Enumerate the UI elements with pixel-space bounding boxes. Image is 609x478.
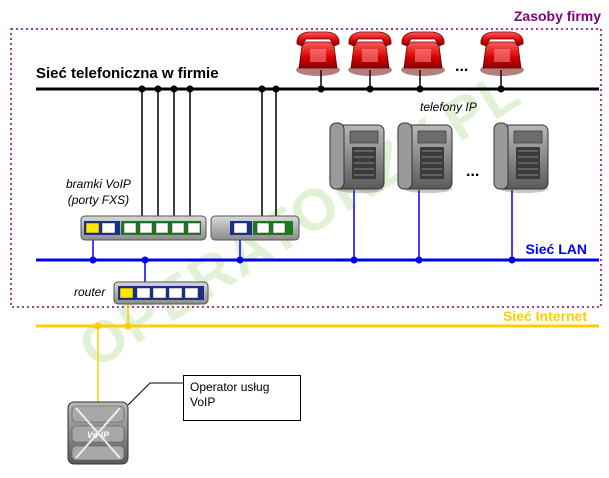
router-port xyxy=(152,287,167,299)
phone-line-junction xyxy=(366,85,374,93)
voip-operator-device-icon: Vo IP xyxy=(67,401,129,465)
analog-phone-icon xyxy=(400,31,446,77)
phone-network-label: Sieć telefoniczna w firmie xyxy=(36,65,219,82)
phone-line-junction xyxy=(186,85,194,93)
operator-device-cross xyxy=(75,407,121,459)
fxs-port xyxy=(256,222,270,234)
company-resources-title: Zasoby firmy xyxy=(513,8,601,24)
router-port xyxy=(168,287,183,299)
operator-device-slot xyxy=(71,445,125,461)
voip-operator-line1: Operator usług xyxy=(190,380,270,394)
gateway-port xyxy=(85,222,100,234)
router-port xyxy=(119,287,134,299)
gateway-port xyxy=(233,222,248,234)
internet-junction xyxy=(124,322,132,330)
voip-operator-line2: VoIP xyxy=(190,395,216,409)
analog-phone-icon xyxy=(347,31,393,77)
voip-gateways-label-line1: bramki VoIP xyxy=(66,177,131,191)
red-phones-ellipsis: ... xyxy=(455,58,469,75)
router-label: router xyxy=(74,285,106,299)
phone-line-junction xyxy=(272,85,280,93)
lan-junction xyxy=(236,256,244,264)
voip-operator-callout: Operator usług VoIP xyxy=(183,375,301,421)
ip-phones-label: telefony IP xyxy=(420,100,477,114)
lan-junction xyxy=(350,256,358,264)
ip-phone-icon xyxy=(397,122,453,194)
phone-line-junction xyxy=(317,85,325,93)
analog-phone-icon xyxy=(295,31,341,77)
analog-phone-icon xyxy=(479,31,525,77)
fxs-port xyxy=(155,222,169,234)
voip-gateways-label-line2: (porty FXS) xyxy=(67,193,130,207)
lan-junction xyxy=(415,256,423,264)
fxs-port xyxy=(171,222,185,234)
phone-line-junction xyxy=(170,85,178,93)
phone-line-junction xyxy=(138,85,146,93)
fxs-port xyxy=(139,222,153,234)
phone-line-junction xyxy=(497,85,505,93)
ip-phone-icon xyxy=(329,122,385,194)
operator-device-slot xyxy=(71,405,125,423)
router-port xyxy=(136,287,151,299)
ip-phone-icon xyxy=(493,122,549,194)
fxs-port xyxy=(272,222,286,234)
operator-callout-connector xyxy=(127,382,183,406)
internet-junction xyxy=(94,322,102,330)
fxs-port xyxy=(123,222,137,234)
lan-junction xyxy=(89,256,97,264)
internet-label: Sieć Internet xyxy=(502,308,587,324)
lan-junction xyxy=(508,256,516,264)
ip-phones-ellipsis: ... xyxy=(466,163,480,180)
lan-label: Sieć LAN xyxy=(525,241,587,257)
operator-device-text: Vo IP xyxy=(87,430,110,440)
lan-junction xyxy=(141,256,149,264)
gateway-port xyxy=(101,222,116,234)
phone-line-junction xyxy=(258,85,266,93)
phone-line-junction xyxy=(416,85,424,93)
router-port xyxy=(184,287,199,299)
company-frame xyxy=(10,28,602,308)
phone-line-junction xyxy=(154,85,162,93)
voip-gateways-label: bramki VoIP (porty FXS) xyxy=(66,176,131,208)
fxs-port xyxy=(187,222,201,234)
